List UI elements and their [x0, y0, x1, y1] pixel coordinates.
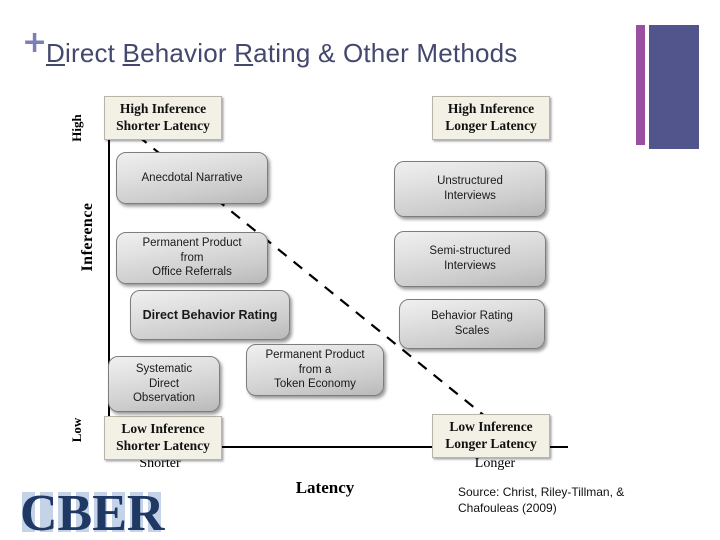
quadrant-label-line2: Longer Latency [445, 435, 537, 451]
method-label-line2: Interviews [444, 260, 496, 272]
title-segment-ehavior: ehavior [140, 38, 235, 68]
method-box-permanent-product-office-referrals[interactable]: Permanent Product from Office Referrals [116, 232, 268, 284]
source-citation-line1: Source: Christ, Riley-Tillman, & [458, 485, 625, 499]
method-label-line2: from [180, 251, 204, 264]
title-letter-r: R [234, 38, 254, 68]
x-axis-tick-longer: Longer [474, 456, 516, 471]
source-citation: Source: Christ, Riley-Tillman, & Chafoul… [458, 484, 688, 516]
quadrant-label-high-inference-longer-latency: High Inference Longer Latency [432, 96, 550, 140]
title-segment-irect: irect [64, 38, 123, 68]
method-label-line1: Anecdotal Narrative [141, 171, 243, 184]
quadrant-label-line2: Shorter Latency [116, 437, 210, 453]
y-axis-title: Inference [79, 202, 96, 272]
quadrant-label-high-inference-shorter-latency: High Inference Shorter Latency [104, 96, 222, 140]
method-box-semi-structured-interviews[interactable]: Semi-structured Interviews [394, 231, 546, 287]
cber-logo-text: CBER [20, 485, 166, 538]
quadrant-label-line1: Low Inference [449, 419, 533, 434]
method-label-line1: Permanent Product [265, 348, 365, 361]
source-citation-line2: Chafouleas (2009) [458, 501, 557, 516]
title-letter-d: D [46, 38, 65, 68]
x-axis-title: Latency [295, 478, 355, 497]
method-box-systematic-direct-observation[interactable]: Systematic Direct Observation [108, 356, 220, 412]
method-box-behavior-rating-scales[interactable]: Behavior Rating Scales [399, 299, 545, 349]
method-label-line1: Permanent Product [142, 236, 242, 249]
plus-icon: + [22, 25, 48, 60]
quadrant-label-low-inference-shorter-latency: Low Inference Shorter Latency [104, 416, 222, 460]
method-label-line1: Behavior Rating [431, 310, 513, 323]
title-letter-b: B [122, 38, 141, 68]
method-label-line2: from a [298, 363, 332, 376]
y-axis-tick-low: Low [69, 417, 84, 443]
method-box-anecdotal-narrative[interactable]: Anecdotal Narrative [116, 152, 268, 204]
method-label-line3: Token Economy [274, 378, 356, 391]
y-axis-tick-high: High [69, 114, 84, 142]
y-axis-line [108, 108, 110, 448]
method-box-unstructured-interviews[interactable]: Unstructured Interviews [394, 161, 546, 217]
title-segment-rest: ating & Other Methods [253, 38, 518, 68]
decorative-accent-bar-thick [649, 25, 699, 149]
method-box-permanent-product-token-economy[interactable]: Permanent Product from a Token Economy [246, 344, 384, 396]
page-title: Direct Behavior Rating & Other Methods [46, 38, 518, 69]
method-label-line1: Systematic [135, 362, 193, 375]
quadrant-label-line2: Shorter Latency [116, 117, 210, 133]
method-label-line2: Interviews [444, 190, 496, 202]
quadrant-label-low-inference-longer-latency: Low Inference Longer Latency [432, 414, 550, 458]
cber-logo-stripes [22, 492, 161, 532]
quadrant-label-line2: Longer Latency [445, 117, 537, 133]
method-label-line3: Office Referrals [152, 266, 232, 279]
method-label-line2: Scales [454, 325, 490, 337]
method-label-line2: Direct [148, 377, 180, 390]
quadrant-label-line1: High Inference [119, 101, 207, 116]
quadrant-label-line1: Low Inference [121, 421, 205, 436]
x-axis-line [108, 446, 568, 448]
quadrant-label-line1: High Inference [447, 101, 535, 116]
method-label-line1: Direct Behavior Rating [142, 307, 278, 322]
method-label-line1: Semi-structured [429, 245, 511, 258]
method-label-line3: Observation [132, 392, 195, 405]
cber-logo: CBER [20, 485, 166, 538]
method-label-line1: Unstructured [437, 175, 503, 188]
decorative-accent-bar-thin [636, 25, 645, 145]
method-box-direct-behavior-rating[interactable]: Direct Behavior Rating [130, 290, 290, 340]
